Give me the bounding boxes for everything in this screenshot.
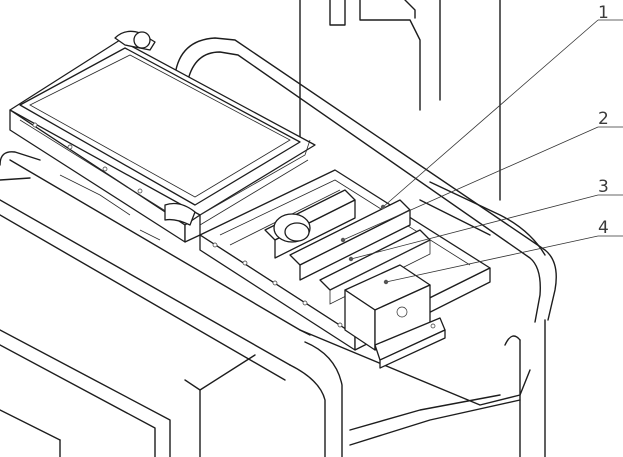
callout-2-label: 2	[598, 109, 609, 129]
table-top	[0, 151, 546, 457]
callout-3-label: 3	[598, 177, 609, 197]
cylinder-block	[344, 264, 446, 369]
callout-leaders	[340, 19, 623, 285]
guide-plates	[264, 189, 431, 305]
callout-1-label: 1	[598, 3, 609, 23]
rear-cabinet	[299, 0, 501, 201]
belt-conveyor	[9, 30, 316, 243]
callout-4-label: 4	[598, 218, 609, 238]
frame-legs	[0, 319, 546, 457]
